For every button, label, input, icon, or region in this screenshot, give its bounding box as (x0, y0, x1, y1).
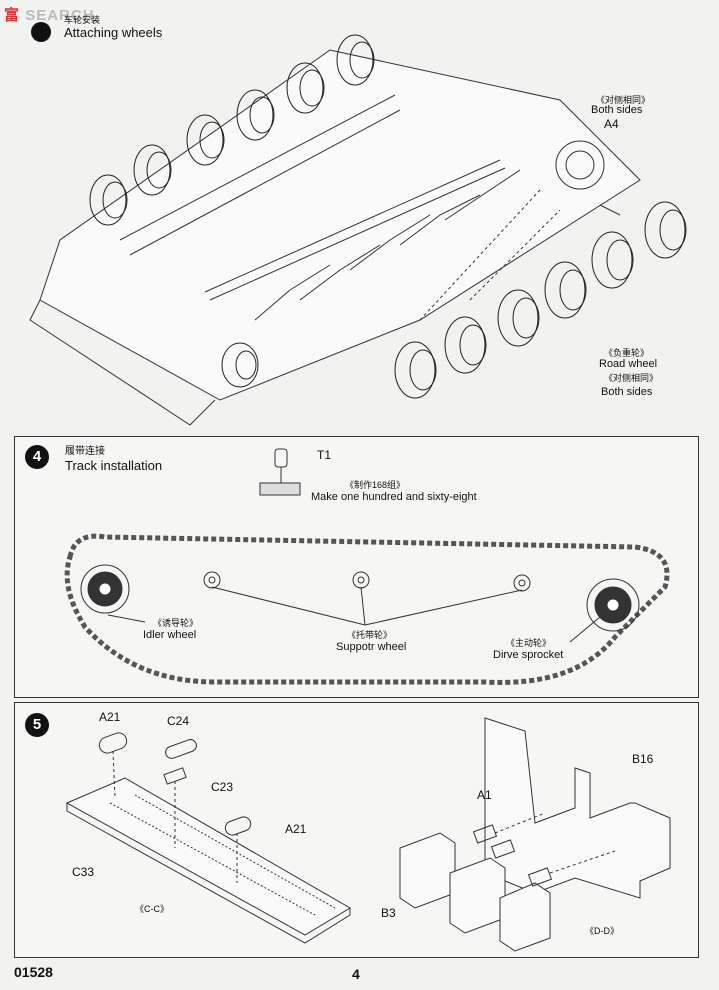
track-diagram (64, 448, 670, 685)
step3-number-badge (31, 22, 51, 42)
watermark-brand: SEARCH (25, 7, 95, 24)
section-cc-label: 《C-C》 (135, 904, 169, 914)
part-a21-right: A21 (285, 822, 307, 836)
step4-number-badge: 4 (25, 445, 49, 469)
make-count-cn: 《制作168组》 (345, 480, 406, 490)
step3-title-en: Attaching wheels (64, 25, 163, 40)
step3-title-cn: 车轮安装 (64, 15, 101, 25)
part-a4-label: A4 (604, 117, 619, 131)
part-c24: C24 (167, 714, 190, 728)
page-number: 4 (352, 966, 360, 982)
part-c33: C33 (72, 865, 95, 879)
both-sides-cn-1: 《对侧相同》 (596, 95, 651, 105)
drive-sprocket-en: Dirve sprocket (493, 649, 564, 661)
step3-wheel-assembly-drawing (29, 34, 687, 426)
step5-panel: 5 A21 C24 C23 (14, 702, 699, 958)
drive-sprocket-cn: 《主动轮》 (506, 638, 552, 648)
step4-title-cn: 履带连接 (65, 446, 105, 457)
road-wheel-en: Road wheel (599, 358, 658, 370)
watermark-logo: 富 SEARCH (4, 7, 95, 24)
part-a1: A1 (477, 788, 492, 802)
support-wheel-cn: 《托带轮》 (347, 630, 393, 640)
part-c23: C23 (211, 780, 234, 794)
step4-title-en: Track installation (65, 458, 163, 473)
section-dd-label: 《D-D》 (585, 926, 619, 936)
step5-parts-drawing (65, 717, 671, 952)
step3-section: 车轮安装 Attaching wheels (0, 0, 719, 430)
idler-wheel-cn: 《诱导轮》 (153, 618, 199, 628)
part-b3: B3 (381, 906, 396, 920)
make-count-en: Make one hundred and sixty-eight (311, 491, 477, 503)
step5-number-badge: 5 (25, 713, 49, 737)
product-code: 01528 (14, 964, 53, 980)
both-sides-cn-2: 《对侧相同》 (604, 373, 659, 383)
both-sides-en-2: Both sides (601, 386, 653, 398)
both-sides-en-1: Both sides (591, 104, 643, 116)
road-wheel-cn: 《负重轮》 (604, 348, 650, 358)
part-b16: B16 (632, 752, 654, 766)
part-a21-top: A21 (99, 710, 121, 724)
part-t1-label: T1 (317, 448, 332, 462)
idler-wheel-en: Idler wheel (143, 629, 197, 641)
step4-panel: 4 履带连接 Track installation T1 《制作168组》 M (14, 436, 699, 698)
support-wheel-en: Suppotr wheel (336, 641, 407, 653)
